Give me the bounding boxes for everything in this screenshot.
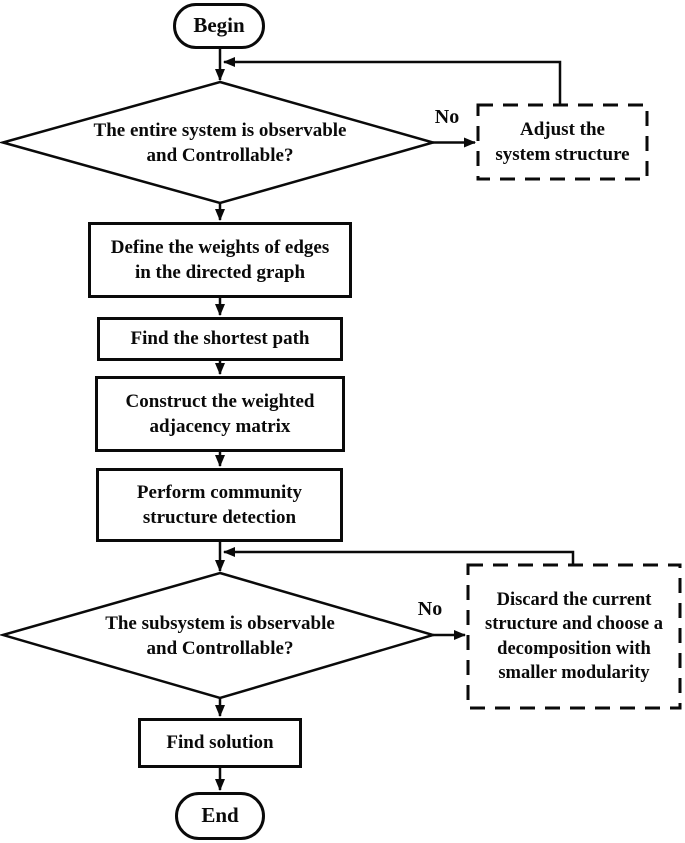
begin-terminator: Begin bbox=[173, 3, 265, 49]
discard-structure-dashed-border bbox=[466, 563, 682, 710]
process-find-solution: Find solution bbox=[138, 718, 302, 768]
process-construct-adjacency-matrix: Construct the weighted adjacency matrix bbox=[95, 376, 345, 452]
adjust-structure-dashed-border bbox=[476, 103, 649, 181]
end-terminator: End bbox=[175, 792, 265, 840]
decision-entire-system-label: The entire system is observable and Cont… bbox=[93, 119, 347, 166]
arrow-discard-feedback bbox=[223, 547, 575, 565]
no-label-entire-system: No bbox=[434, 106, 460, 128]
no-label-subsystem: No bbox=[417, 598, 443, 620]
decision-subsystem-label: The subsystem is observable and Controll… bbox=[105, 612, 335, 659]
adjust-structure-dashed-box: Adjust the system structure bbox=[495, 118, 630, 165]
process-define-weights: Define the weights of edges in the direc… bbox=[88, 222, 352, 298]
process-find-shortest-path: Find the shortest path bbox=[97, 317, 343, 361]
discard-structure-dashed-box: Discard the current structure and choose… bbox=[485, 589, 663, 683]
arrow-adjust-feedback bbox=[223, 57, 562, 106]
process-community-structure-detection: Perform community structure detection bbox=[96, 468, 343, 542]
